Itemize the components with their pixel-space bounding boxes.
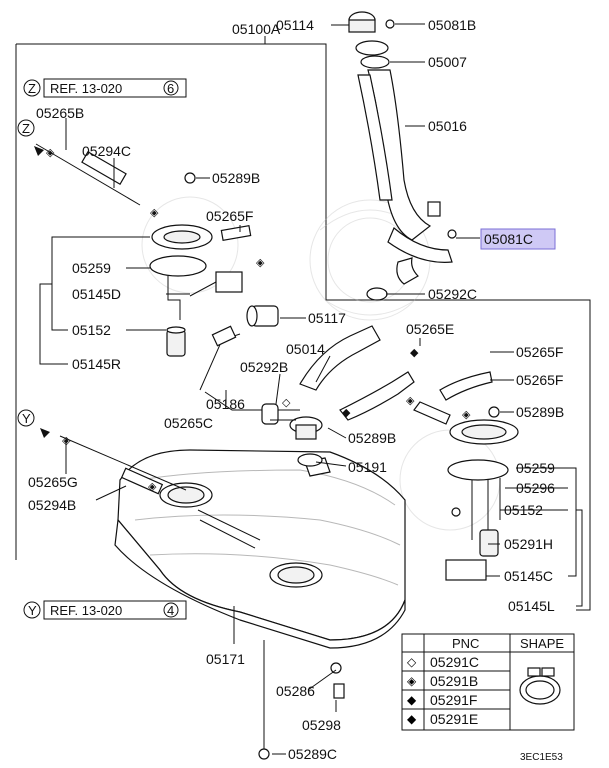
label-05191[interactable]: 05191 [348, 459, 387, 475]
label-05016[interactable]: 05016 [428, 118, 467, 134]
label-05114[interactable]: 05114 [276, 17, 314, 33]
ref-y-num: 4 [167, 603, 174, 618]
label-05259-left[interactable]: 05259 [72, 260, 111, 276]
label-05265E[interactable]: 05265E [406, 321, 454, 337]
legend-pnc-4: 05291E [430, 711, 478, 727]
ref-y-text: REF. 13-020 [50, 603, 122, 618]
legend-col-pnc: PNC [452, 636, 479, 651]
part-labels: 05100A 05114 05081B 05007 05016 05081C 0… [28, 17, 564, 762]
left-sender-unit [35, 143, 252, 357]
label-05007[interactable]: 05007 [428, 54, 467, 70]
svg-text:◇: ◇ [282, 396, 291, 409]
diagram-code: 3EC1E53 [520, 752, 563, 763]
label-05145R[interactable]: 05145R [72, 356, 121, 372]
legend-pnc-2: 05291B [430, 673, 478, 689]
fill-vent-pipe [59, 435, 187, 495]
fuel-tank [114, 449, 406, 649]
arrow-z-indicator: Z [17, 119, 44, 156]
label-05265G[interactable]: 05265G [28, 474, 78, 490]
ref-y-letter: Y [28, 603, 37, 618]
ref-box-y[interactable]: Y REF. 13-020 4 [23, 600, 187, 620]
label-05145D[interactable]: 05145D [72, 286, 121, 302]
label-05081B[interactable]: 05081B [428, 17, 476, 33]
label-05186[interactable]: 05186 [206, 396, 245, 412]
label-05014[interactable]: 05014 [286, 341, 325, 357]
svg-text:◈: ◈ [256, 256, 265, 269]
right-sender-unit [413, 371, 519, 581]
label-05265F-r2[interactable]: 05265F [516, 372, 563, 388]
ref-z-letter: Z [28, 81, 36, 96]
label-05265B[interactable]: 05265B [36, 105, 84, 121]
svg-text:◈: ◈ [462, 408, 471, 421]
label-05145C[interactable]: 05145C [504, 568, 553, 584]
legend-pnc-3: 05291F [430, 692, 477, 708]
svg-text:◆: ◆ [342, 406, 351, 419]
legend-col-shape: SHAPE [520, 636, 564, 651]
legend-symbol-3: ◆ [407, 693, 417, 707]
label-05298[interactable]: 05298 [302, 717, 341, 733]
legend-pnc-1: 05291C [430, 654, 479, 670]
label-05286[interactable]: 05286 [276, 683, 315, 699]
label-05265F-r1[interactable]: 05265F [516, 344, 563, 360]
label-05171[interactable]: 05171 [206, 651, 245, 667]
label-05259-right[interactable]: 05259 [516, 460, 555, 476]
label-05294B[interactable]: 05294B [28, 497, 76, 513]
svg-text:◈: ◈ [46, 146, 55, 159]
label-05292B[interactable]: 05292B [240, 359, 288, 375]
label-05265C[interactable]: 05265C [164, 415, 213, 431]
label-05289B-mid[interactable]: 05289B [348, 430, 396, 446]
label-05289B-right[interactable]: 05289B [516, 404, 564, 420]
label-05294C[interactable]: 05294C [82, 143, 131, 159]
arrow-z-letter: Z [22, 121, 30, 136]
svg-text:◈: ◈ [148, 480, 157, 493]
ref-z-num: 6 [167, 81, 174, 96]
label-05152-right[interactable]: 05152 [504, 502, 543, 518]
svg-text:◈: ◈ [406, 394, 415, 407]
leader-lines [39, 23, 583, 755]
label-05117[interactable]: 05117 [308, 310, 346, 326]
legend-symbol-1: ◇ [407, 655, 417, 669]
arrow-y-indicator: Y [17, 409, 50, 438]
label-05289C[interactable]: 05289C [288, 746, 337, 762]
label-05145L[interactable]: 05145L [508, 598, 555, 614]
legend-symbol-4: ◆ [407, 712, 417, 726]
arrow-y-letter: Y [22, 411, 31, 426]
fasteners-bottom [184, 172, 500, 760]
highlight-05081C [480, 228, 556, 250]
label-05100A[interactable]: 05100A [232, 21, 281, 37]
label-05152-left[interactable]: 05152 [72, 322, 111, 338]
legend-table: PNC SHAPE ◇ 05291C ◈ 05291B ◆ 05291F ◆ 0… [401, 633, 575, 731]
label-05265F-left[interactable]: 05265F [206, 208, 253, 224]
clamp-shape-icon [519, 667, 561, 705]
label-05296[interactable]: 05296 [516, 480, 555, 496]
svg-text:◆: ◆ [410, 346, 419, 359]
legend-symbol-2: ◈ [407, 674, 417, 688]
svg-text:◈: ◈ [150, 206, 159, 219]
filler-neck-assembly [348, 11, 457, 301]
label-05081C[interactable]: 05081C [484, 231, 533, 247]
label-05289B-top[interactable]: 05289B [212, 170, 260, 186]
ref-box-z[interactable]: Z REF. 13-020 6 [23, 78, 187, 98]
label-05291H[interactable]: 05291H [504, 536, 553, 552]
ref-z-text: REF. 13-020 [50, 81, 122, 96]
label-05292C[interactable]: 05292C [428, 286, 477, 302]
assembly-frame [15, 36, 591, 752]
